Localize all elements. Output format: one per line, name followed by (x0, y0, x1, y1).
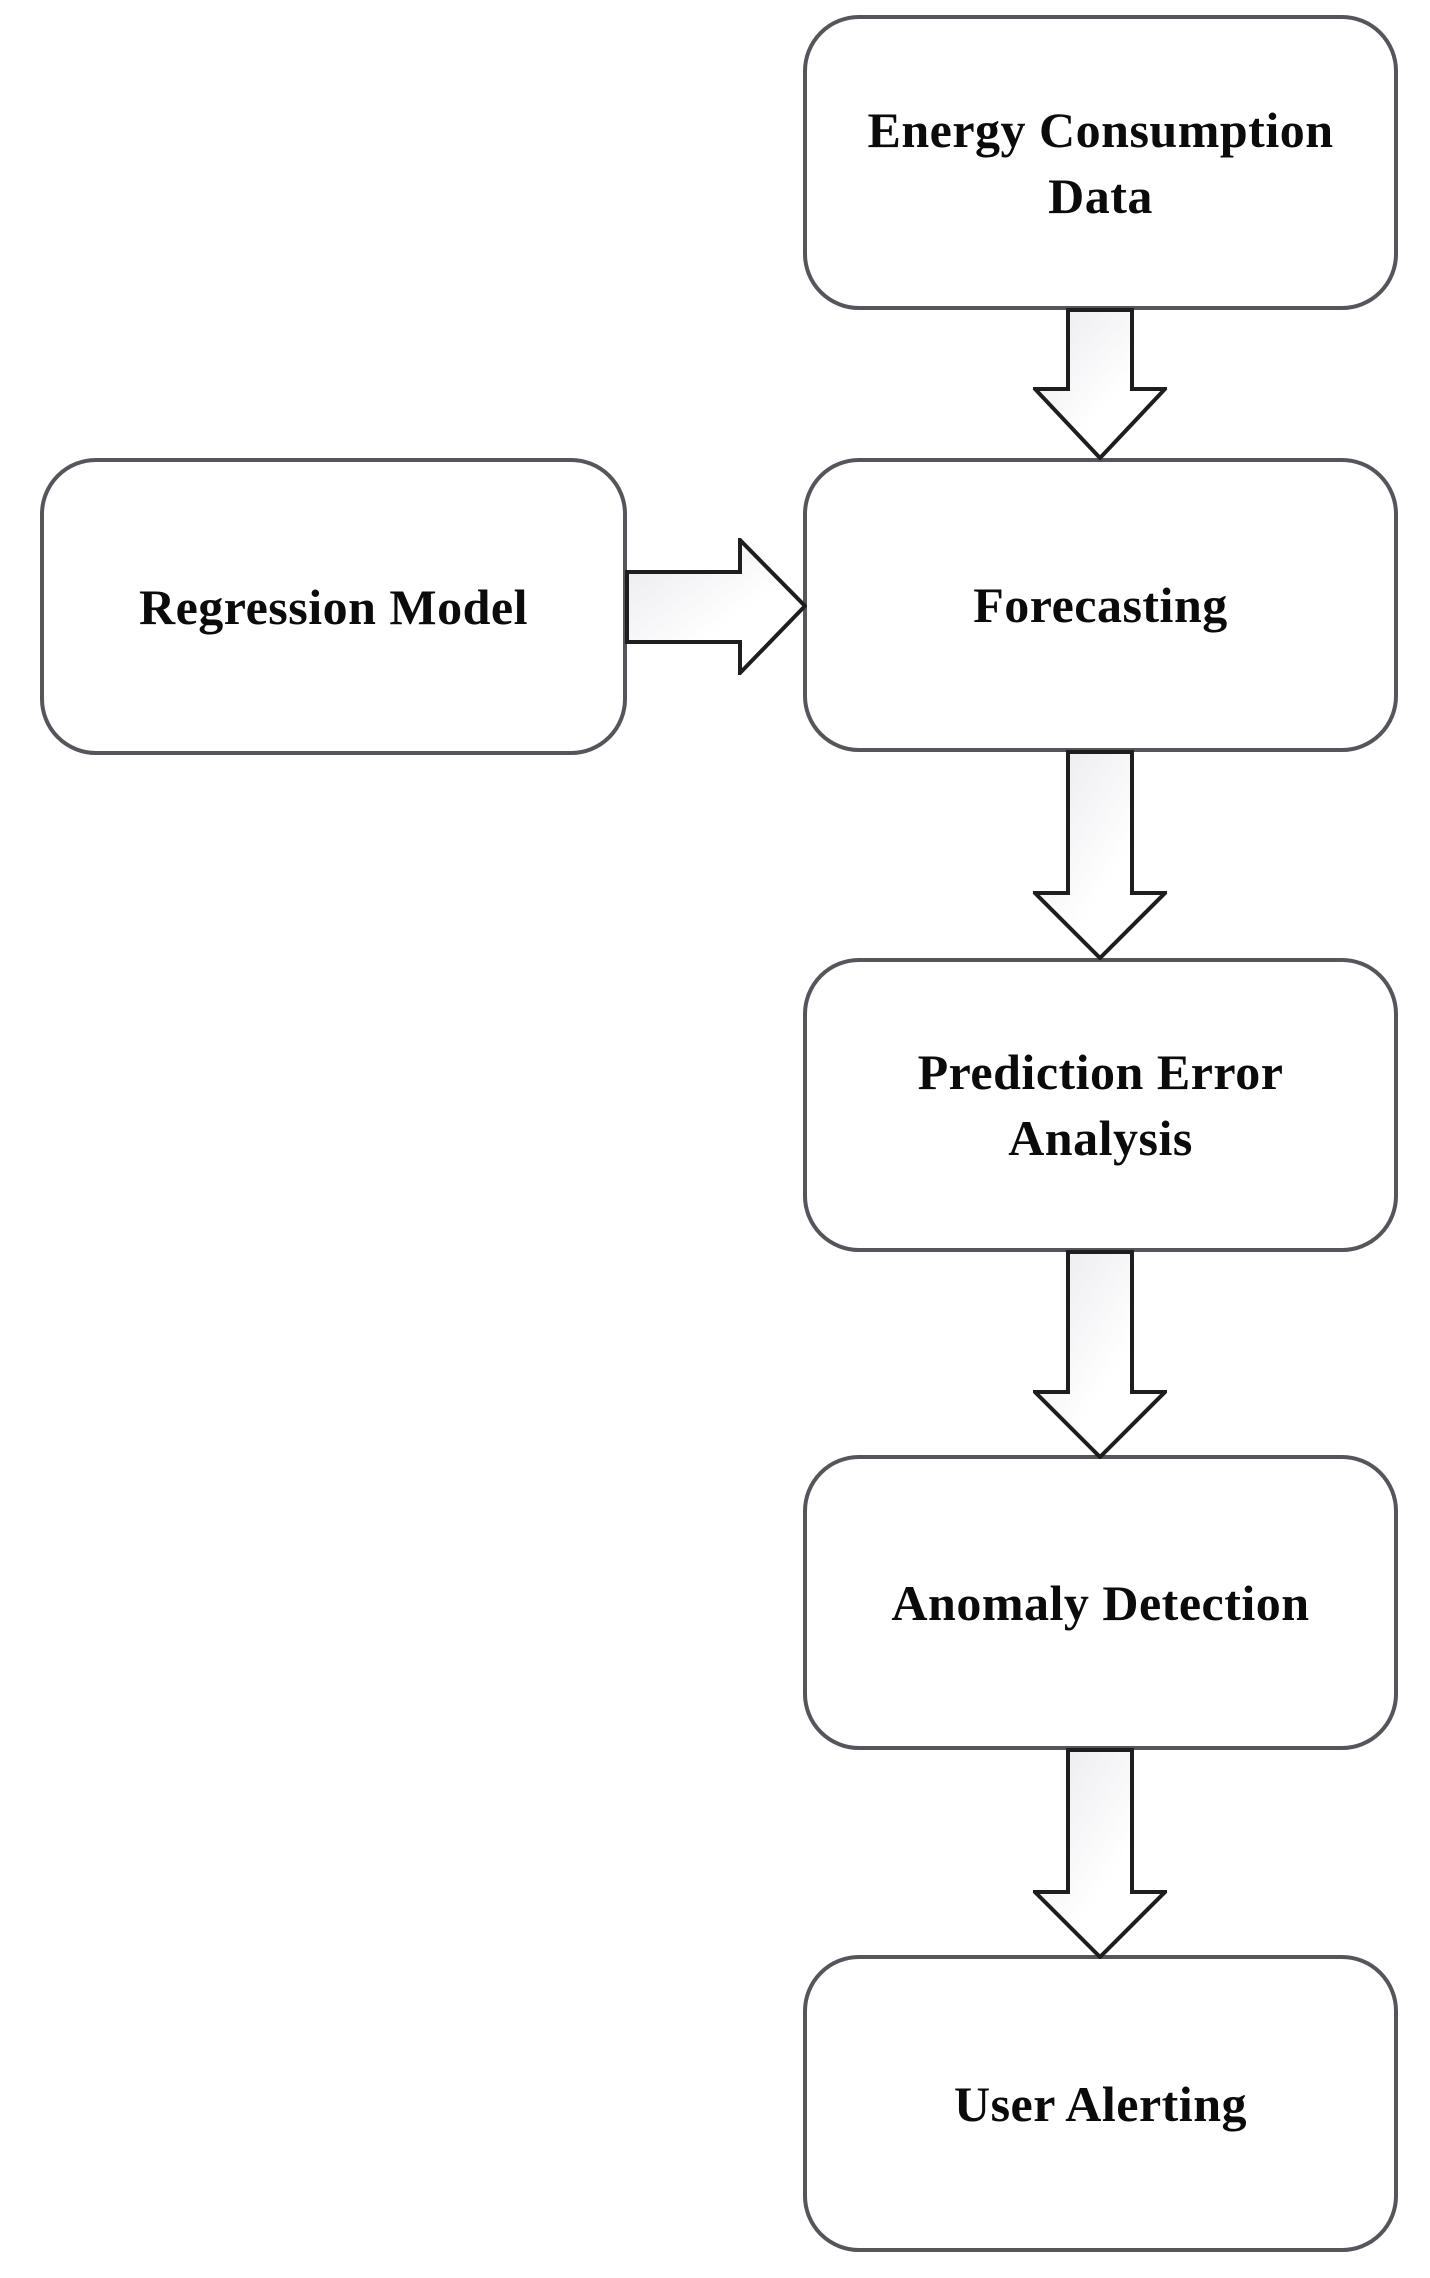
node-energy-consumption-data: Energy Consumption Data (803, 15, 1398, 310)
node-forecasting-label: Forecasting (973, 577, 1228, 633)
down-arrow-energy-to-forecasting (1033, 308, 1167, 460)
node-prediction-error-analysis-label: Prediction Error Analysis (917, 1044, 1284, 1166)
node-prediction-error-analysis: Prediction Error Analysis (803, 958, 1398, 1252)
node-anomaly-detection-label: Anomaly Detection (891, 1574, 1310, 1631)
node-regression-model: Regression Model (40, 458, 627, 755)
node-user-alerting-label: User Alerting (953, 2075, 1248, 2132)
node-energy-consumption-data-label: Energy Consumption Data (867, 101, 1334, 224)
down-arrow-forecasting-to-prediction-error (1033, 750, 1167, 960)
node-user-alerting: User Alerting (803, 1955, 1398, 2252)
right-arrow-regression-to-forecasting (625, 538, 807, 675)
node-forecasting: Forecasting (803, 458, 1398, 752)
down-arrow-prediction-error-to-anomaly (1033, 1250, 1167, 1459)
down-arrow-anomaly-to-alerting (1033, 1748, 1167, 1959)
node-regression-model-label: Regression Model (139, 578, 528, 635)
node-anomaly-detection: Anomaly Detection (803, 1455, 1398, 1750)
